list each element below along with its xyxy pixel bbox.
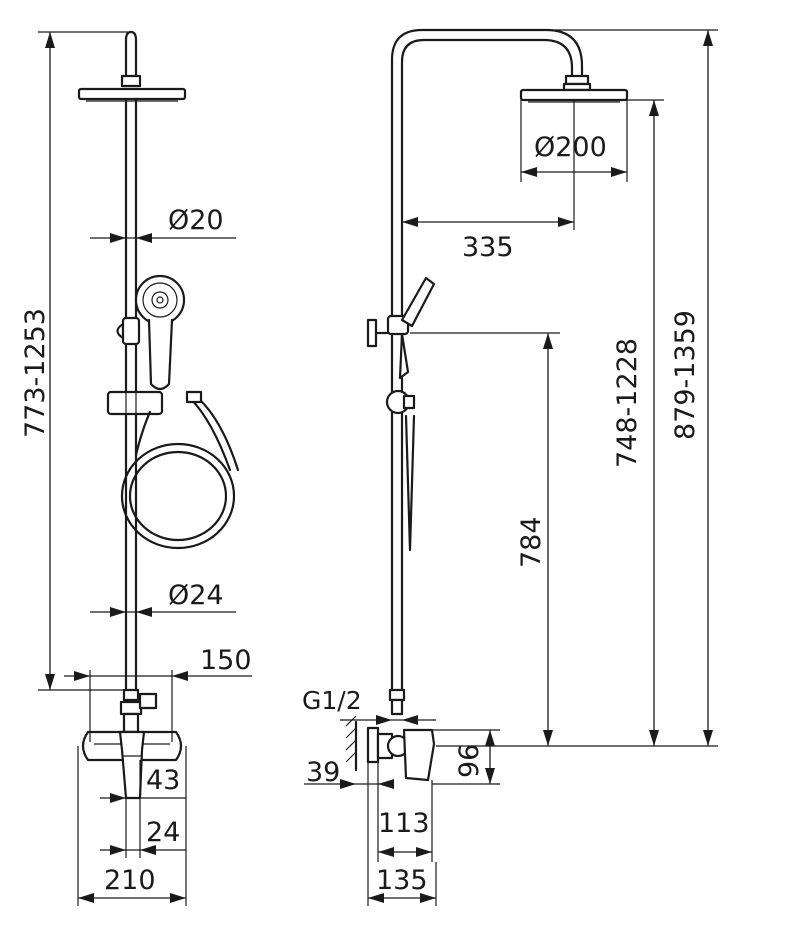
label-335: 335 bbox=[462, 232, 514, 263]
front-view: Ø20 Ø24 773-1253 150 bbox=[20, 30, 252, 906]
label-24: 24 bbox=[146, 817, 180, 848]
label-height-773-1253: 773-1253 bbox=[20, 308, 51, 438]
head-connector bbox=[120, 74, 142, 88]
slide-bracket bbox=[106, 390, 164, 416]
dim-diameter-20: Ø20 bbox=[90, 205, 236, 243]
label-diameter-200: Ø200 bbox=[534, 132, 607, 163]
label-113: 113 bbox=[378, 808, 430, 839]
dim-holder-784: 784 bbox=[410, 332, 560, 746]
side-hand-holder bbox=[366, 276, 436, 380]
label-150: 150 bbox=[200, 645, 252, 676]
shower-arm-stub bbox=[124, 30, 138, 84]
side-head-connector bbox=[564, 74, 590, 86]
dim-connection-150: 150 bbox=[64, 645, 252, 742]
label-39: 39 bbox=[306, 757, 340, 788]
label-135: 135 bbox=[376, 865, 428, 896]
label-879-1359: 879-1359 bbox=[670, 310, 701, 440]
label-diameter-24: Ø24 bbox=[168, 580, 224, 611]
side-riser-inner bbox=[400, 38, 574, 692]
dim-head-height-748-1228: 748-1228 bbox=[612, 99, 664, 746]
label-96: 96 bbox=[454, 744, 485, 778]
dim-depth-113: 113 bbox=[377, 762, 433, 862]
hand-shower bbox=[134, 274, 186, 391]
label-210: 210 bbox=[104, 865, 156, 896]
mixer-body bbox=[81, 730, 183, 800]
hand-shower-holder bbox=[121, 316, 141, 346]
side-mixer-body bbox=[345, 715, 436, 782]
side-hose bbox=[404, 414, 416, 552]
dim-depth-135: 135 bbox=[367, 762, 437, 906]
label-43: 43 bbox=[146, 765, 180, 796]
dim-width-210: 210 bbox=[77, 746, 187, 906]
label-748-1228: 748-1228 bbox=[612, 338, 643, 468]
side-riser-outer bbox=[390, 28, 584, 692]
dim-height-773-1253: 773-1253 bbox=[20, 31, 128, 691]
dim-arm-reach-335: 335 bbox=[401, 100, 575, 263]
shower-hose bbox=[120, 390, 240, 550]
side-view: Ø200 335 784 748-1228 bbox=[302, 28, 718, 906]
label-g12: G1/2 bbox=[302, 686, 362, 715]
dim-thread-g12: G1/2 bbox=[302, 686, 436, 725]
lower-coupling bbox=[122, 688, 140, 702]
dim-wall-39: 39 bbox=[304, 757, 394, 789]
label-diameter-20: Ø20 bbox=[168, 205, 224, 236]
dim-total-height-879-1359: 879-1359 bbox=[548, 29, 718, 746]
dim-diameter-24: Ø24 bbox=[90, 580, 236, 617]
dim-43: 43 bbox=[100, 760, 186, 858]
dim-24: 24 bbox=[100, 817, 186, 855]
dim-head-diameter-200: Ø200 bbox=[520, 100, 628, 182]
dim-body-height-96: 96 bbox=[432, 729, 500, 785]
label-784: 784 bbox=[516, 516, 547, 568]
side-overhead-shower-head bbox=[519, 88, 629, 102]
overhead-shower-head bbox=[77, 87, 187, 101]
